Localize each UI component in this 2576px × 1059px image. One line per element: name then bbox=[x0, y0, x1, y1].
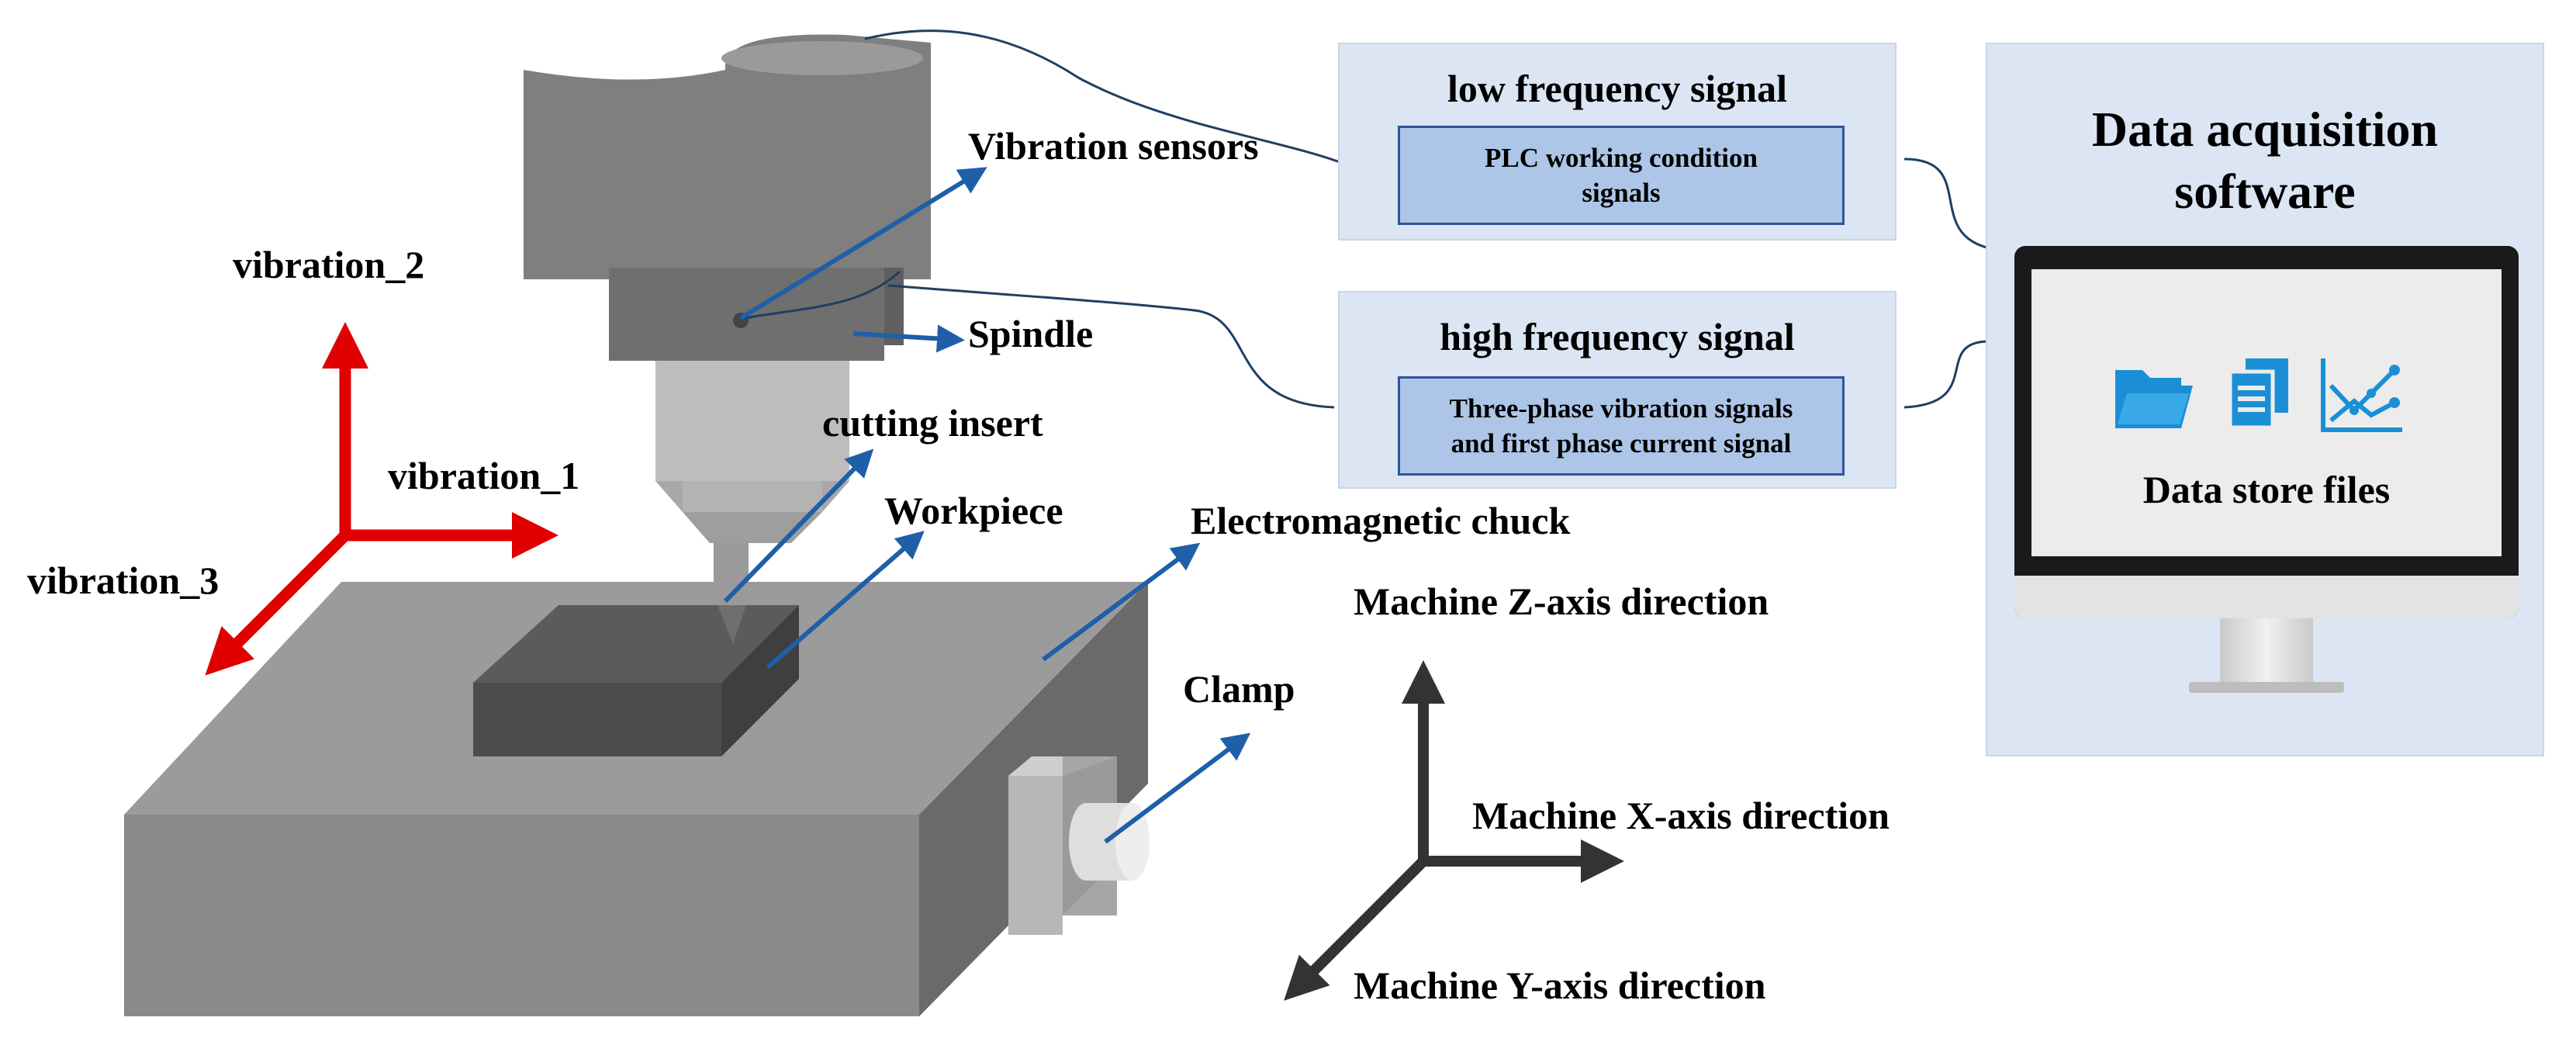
label-cutting-insert: cutting insert bbox=[822, 401, 1043, 445]
line-chart-icon bbox=[2321, 358, 2402, 432]
clamp-block bbox=[1008, 756, 1150, 935]
label-vibration-sensors: Vibration sensors bbox=[968, 124, 1259, 168]
machine-y-axis bbox=[1284, 857, 1427, 1001]
label-workpiece: Workpiece bbox=[884, 489, 1063, 532]
label-machine-z: Machine Z-axis direction bbox=[1354, 580, 1769, 623]
high-frequency-title: high frequency signal bbox=[1440, 315, 1795, 358]
plc-signals-box: PLC working condition signals bbox=[1398, 126, 1845, 225]
monitor-frame bbox=[2014, 246, 2519, 618]
data-acquisition-panel: Data acquisition software Data store fil… bbox=[1986, 43, 2544, 756]
workpiece-block bbox=[473, 605, 799, 756]
sensor-cables bbox=[744, 29, 1990, 409]
label-vibration-1: vibration_1 bbox=[388, 454, 579, 497]
arrow-cutting-insert bbox=[723, 448, 874, 604]
arrow-clamp bbox=[1104, 732, 1251, 844]
monitor-foot bbox=[2189, 682, 2344, 693]
callout-arrows bbox=[723, 167, 1251, 844]
low-frequency-title: low frequency signal bbox=[1447, 67, 1787, 110]
arrow-vibration-sensors bbox=[739, 167, 987, 320]
arrow-electromagnetic-chuck bbox=[1042, 542, 1201, 662]
arrow-spindle bbox=[852, 324, 965, 353]
arrow-workpiece bbox=[766, 531, 925, 670]
data-store-files-label: Data store files bbox=[2142, 468, 2391, 511]
label-vibration-3: vibration_3 bbox=[27, 559, 219, 602]
label-machine-x: Machine X-axis direction bbox=[1472, 794, 1890, 837]
label-machine-y: Machine Y-axis direction bbox=[1354, 964, 1766, 1007]
label-vibration-2: vibration_2 bbox=[233, 243, 424, 286]
spindle-assembly bbox=[524, 34, 931, 644]
low-frequency-panel: low frequency signal PLC working conditi… bbox=[1338, 43, 1897, 241]
label-electromagnetic-chuck: Electromagnetic chuck bbox=[1191, 499, 1570, 542]
label-spindle: Spindle bbox=[968, 312, 1093, 355]
data-acquisition-title-line2: software bbox=[2174, 164, 2356, 219]
folder-icon bbox=[2115, 370, 2193, 428]
high-frequency-panel: high frequency signal Three-phase vibrat… bbox=[1338, 291, 1897, 489]
label-clamp: Clamp bbox=[1183, 667, 1295, 711]
vibration-axes bbox=[205, 322, 558, 676]
data-acquisition-title-line1: Data acquisition bbox=[2091, 102, 2439, 157]
vibration-signals-line1: Three-phase vibration signals bbox=[1449, 393, 1793, 424]
vibration-signals-line2: and first phase current signal bbox=[1451, 428, 1792, 459]
plc-signals-line1: PLC working condition bbox=[1485, 142, 1758, 173]
copy-files-icon bbox=[2228, 358, 2288, 430]
data-acquisition-title: Data acquisition software bbox=[1987, 99, 2543, 223]
monitor-stand bbox=[2220, 618, 2313, 684]
machine-axes bbox=[1284, 660, 1624, 1001]
vibration-current-signals-box: Three-phase vibration signals and first … bbox=[1398, 376, 1845, 476]
vibration-3-axis bbox=[205, 531, 350, 676]
plc-signals-line2: signals bbox=[1582, 178, 1661, 208]
monitor-chin bbox=[2014, 576, 2519, 618]
